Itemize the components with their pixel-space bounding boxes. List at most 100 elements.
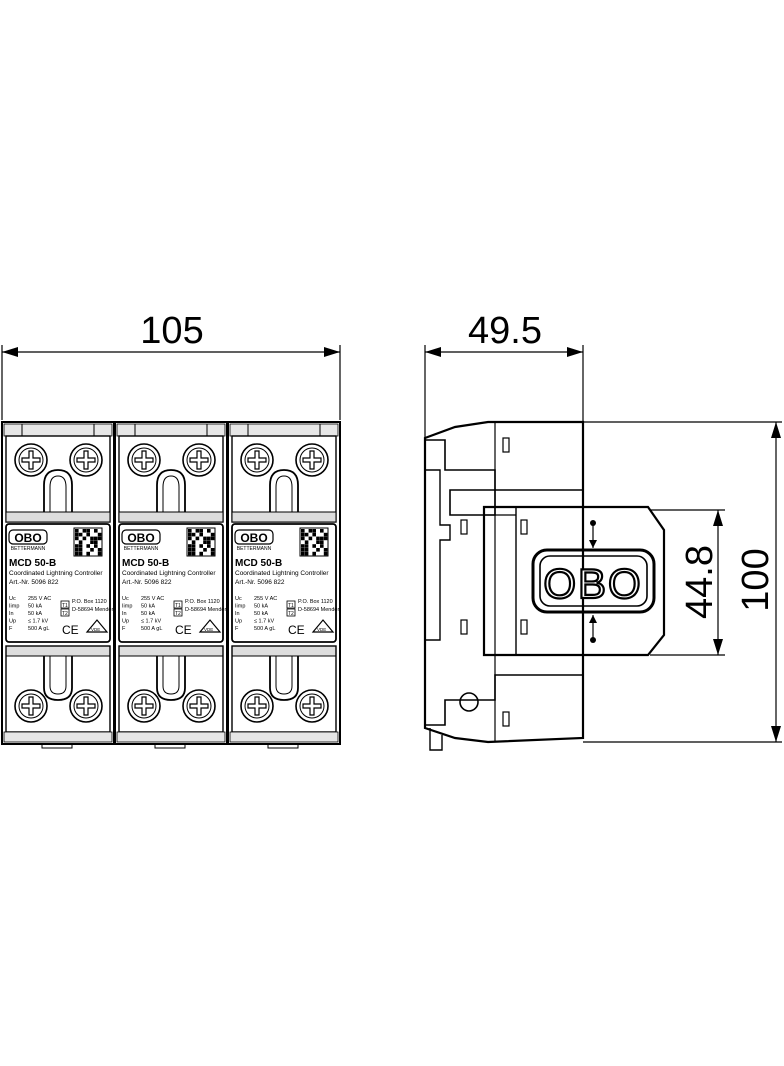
spec-value: 50 kA (141, 604, 155, 610)
class-t2-badge: T2 (175, 611, 181, 617)
spec-value: 255 V AC (141, 596, 164, 602)
spec-value: 255 V AC (28, 596, 51, 602)
brand-subtitle: BETTERMANN (124, 546, 159, 552)
qr-code-icon (186, 527, 216, 557)
terminal-screw-icon (182, 443, 216, 477)
spec-value: ≤ 1.7 kV (28, 619, 48, 625)
spec-row: In 50 kA (122, 611, 155, 617)
spec-symbol: Up (122, 619, 129, 625)
spec-row: Up ≤ 1.7 kV (235, 619, 274, 625)
address-line-1: P.O. Box 1120 (185, 599, 220, 605)
spec-symbol: Iimp (235, 604, 245, 610)
address-line-1: P.O. Box 1120 (298, 599, 333, 605)
spec-symbol: In (235, 611, 240, 617)
terminal-screw-icon (69, 443, 103, 477)
spec-row: Iimp 50 kA (9, 604, 42, 610)
ce-mark-icon: CE (175, 623, 192, 637)
qr-code-icon (73, 527, 103, 557)
dimension-label-49-5: 49.5 (468, 310, 542, 352)
terminal-screw-icon (69, 689, 103, 723)
dimension-height-44-8: 44.8 (650, 509, 725, 656)
side-view: OBO (423, 420, 666, 751)
spec-symbol: In (122, 611, 127, 617)
brand-logo: OBO (14, 531, 41, 545)
terminal-screw-icon (295, 443, 329, 477)
spec-symbol: Up (9, 619, 16, 625)
article-number: Art.-Nr. 5096 822 (9, 579, 59, 586)
side-view-brand-logo: OBO (543, 560, 642, 607)
vde-mark-icon: VDE (317, 627, 326, 632)
spec-row: In 50 kA (235, 611, 268, 617)
ce-mark-icon: CE (288, 623, 305, 637)
dimension-height-100: 100 (583, 421, 782, 743)
spec-value: ≤ 1.7 kV (141, 619, 161, 625)
vde-mark-icon: VDE (204, 627, 213, 632)
terminal-screw-icon (182, 689, 216, 723)
brand-logo: OBO (127, 531, 154, 545)
class-t1-badge: T1 (62, 603, 68, 609)
spec-symbol: Iimp (122, 604, 132, 610)
model-name: MCD 50-B (122, 558, 169, 569)
dimension-label-105: 105 (140, 310, 203, 352)
spec-row: In 50 kA (9, 611, 42, 617)
ce-mark-icon: CE (62, 623, 79, 637)
brand-subtitle: BETTERMANN (237, 546, 272, 552)
spec-symbol: In (9, 611, 14, 617)
spec-row: Iimp 50 kA (235, 604, 268, 610)
spec-symbol: F (122, 626, 126, 632)
spec-row: Uc 255 V AC (9, 596, 51, 602)
model-name: MCD 50-B (9, 558, 56, 569)
class-t1-badge: T1 (175, 603, 181, 609)
class-t2-badge: T2 (288, 611, 294, 617)
class-t2-badge: T2 (62, 611, 68, 617)
terminal-screw-icon (240, 689, 274, 723)
qr-code-icon (299, 527, 329, 557)
spec-value: 50 kA (28, 611, 42, 617)
spec-symbol: F (235, 626, 239, 632)
class-t1-badge: T1 (288, 603, 294, 609)
spec-row: Uc 255 V AC (122, 596, 164, 602)
dimension-depth-49-5: 49.5 (424, 310, 584, 440)
spec-symbol: Uc (9, 596, 16, 602)
spec-value: 500 A gL (254, 626, 275, 632)
spec-row: Iimp 50 kA (122, 604, 155, 610)
brand-subtitle: BETTERMANN (11, 546, 46, 552)
spec-row: F 500 A gL (9, 626, 49, 632)
dimension-label-100: 100 (735, 548, 777, 611)
spec-value: 500 A gL (141, 626, 162, 632)
spec-row: F 500 A gL (235, 626, 275, 632)
spec-value: 50 kA (141, 611, 155, 617)
spec-symbol: Iimp (9, 604, 19, 610)
spec-value: 50 kA (254, 604, 268, 610)
article-number: Art.-Nr. 5096 822 (235, 579, 285, 586)
address-line-2: D-58694 Menden (185, 607, 228, 613)
article-number: Art.-Nr. 5096 822 (122, 579, 172, 586)
spec-symbol: F (9, 626, 13, 632)
spec-symbol: Uc (235, 596, 242, 602)
spec-value: ≤ 1.7 kV (254, 619, 274, 625)
dimension-label-44-8: 44.8 (679, 545, 721, 619)
product-description: Coordinated Lightning Controller (9, 570, 103, 577)
spec-value: 50 kA (254, 611, 268, 617)
terminal-screw-icon (14, 689, 48, 723)
address-line-2: D-58694 Menden (298, 607, 341, 613)
spec-value: 50 kA (28, 604, 42, 610)
terminal-screw-icon (127, 443, 161, 477)
terminal-screw-icon (295, 689, 329, 723)
vde-mark-icon: VDE (91, 627, 100, 632)
address-line-1: P.O. Box 1120 (72, 599, 107, 605)
spec-value: 500 A gL (28, 626, 49, 632)
spec-symbol: Up (235, 619, 242, 625)
spec-symbol: Uc (122, 596, 129, 602)
product-description: Coordinated Lightning Controller (122, 570, 216, 577)
address-line-2: D-58694 Menden (72, 607, 115, 613)
spec-row: Up ≤ 1.7 kV (122, 619, 161, 625)
spec-row: Up ≤ 1.7 kV (9, 619, 48, 625)
spec-row: F 500 A gL (122, 626, 162, 632)
brand-logo: OBO (240, 531, 267, 545)
dimension-width-105: 105 (1, 310, 341, 420)
